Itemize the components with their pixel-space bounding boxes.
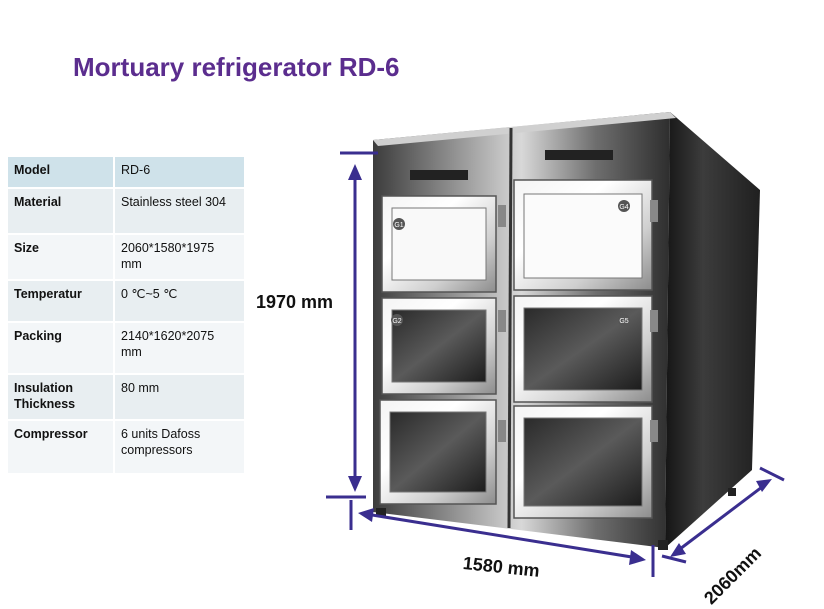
door-badge-label: G5 — [619, 318, 628, 325]
door-badge-label: G2 — [392, 318, 401, 325]
spec-key: Material — [8, 188, 115, 235]
spec-value: 0 ℃~5 ℃ — [114, 280, 246, 323]
door-badge-label: G4 — [619, 204, 628, 211]
spec-value: RD-6 — [114, 157, 246, 189]
door-g6 — [513, 405, 653, 519]
height-dimension-line — [326, 151, 378, 499]
door-g2 — [381, 297, 497, 395]
spec-value: 80 mm — [114, 374, 246, 421]
spec-key: Insulation Thickness — [8, 374, 115, 421]
page-title: Mortuary refrigerator RD-6 — [73, 52, 400, 82]
table-row: Insulation Thickness 80 mm — [8, 374, 246, 421]
door-g5 — [513, 295, 653, 403]
table-row: Temperatur 0 ℃~5 ℃ — [8, 280, 246, 323]
door-badge-label: G1 — [394, 222, 403, 229]
door-g4 — [513, 179, 653, 291]
table-row: Model RD-6 — [8, 157, 246, 189]
table-row: Packing 2140*1620*2075 mm — [8, 322, 246, 375]
width-dimension-line — [349, 500, 655, 577]
spec-value: 2060*1580*1975 mm — [114, 234, 246, 281]
spec-key: Size — [8, 234, 115, 281]
spec-value: 2140*1620*2075 mm — [114, 322, 246, 375]
cabinet-side — [665, 112, 760, 548]
spec-key: Model — [8, 157, 115, 189]
spec-key: Compressor — [8, 420, 115, 475]
spec-key: Packing — [8, 322, 115, 375]
spec-table: Model RD-6 Material Stainless steel 304 … — [8, 157, 246, 475]
door-g1 — [381, 195, 497, 293]
depth-dimension-line — [661, 466, 785, 564]
table-row: Size 2060*1580*1975 mm — [8, 234, 246, 281]
door-g3 — [379, 399, 497, 505]
table-row: Material Stainless steel 304 — [8, 188, 246, 235]
control-panel-right — [545, 150, 613, 160]
spec-value: 6 units Dafoss compressors — [114, 420, 246, 475]
control-panel-left — [410, 170, 468, 180]
spec-value: Stainless steel 304 — [114, 188, 246, 235]
height-label: 1970 mm — [256, 292, 334, 312]
table-row: Compressor 6 units Dafoss compressors — [8, 420, 246, 475]
spec-key: Temperatur — [8, 280, 115, 323]
